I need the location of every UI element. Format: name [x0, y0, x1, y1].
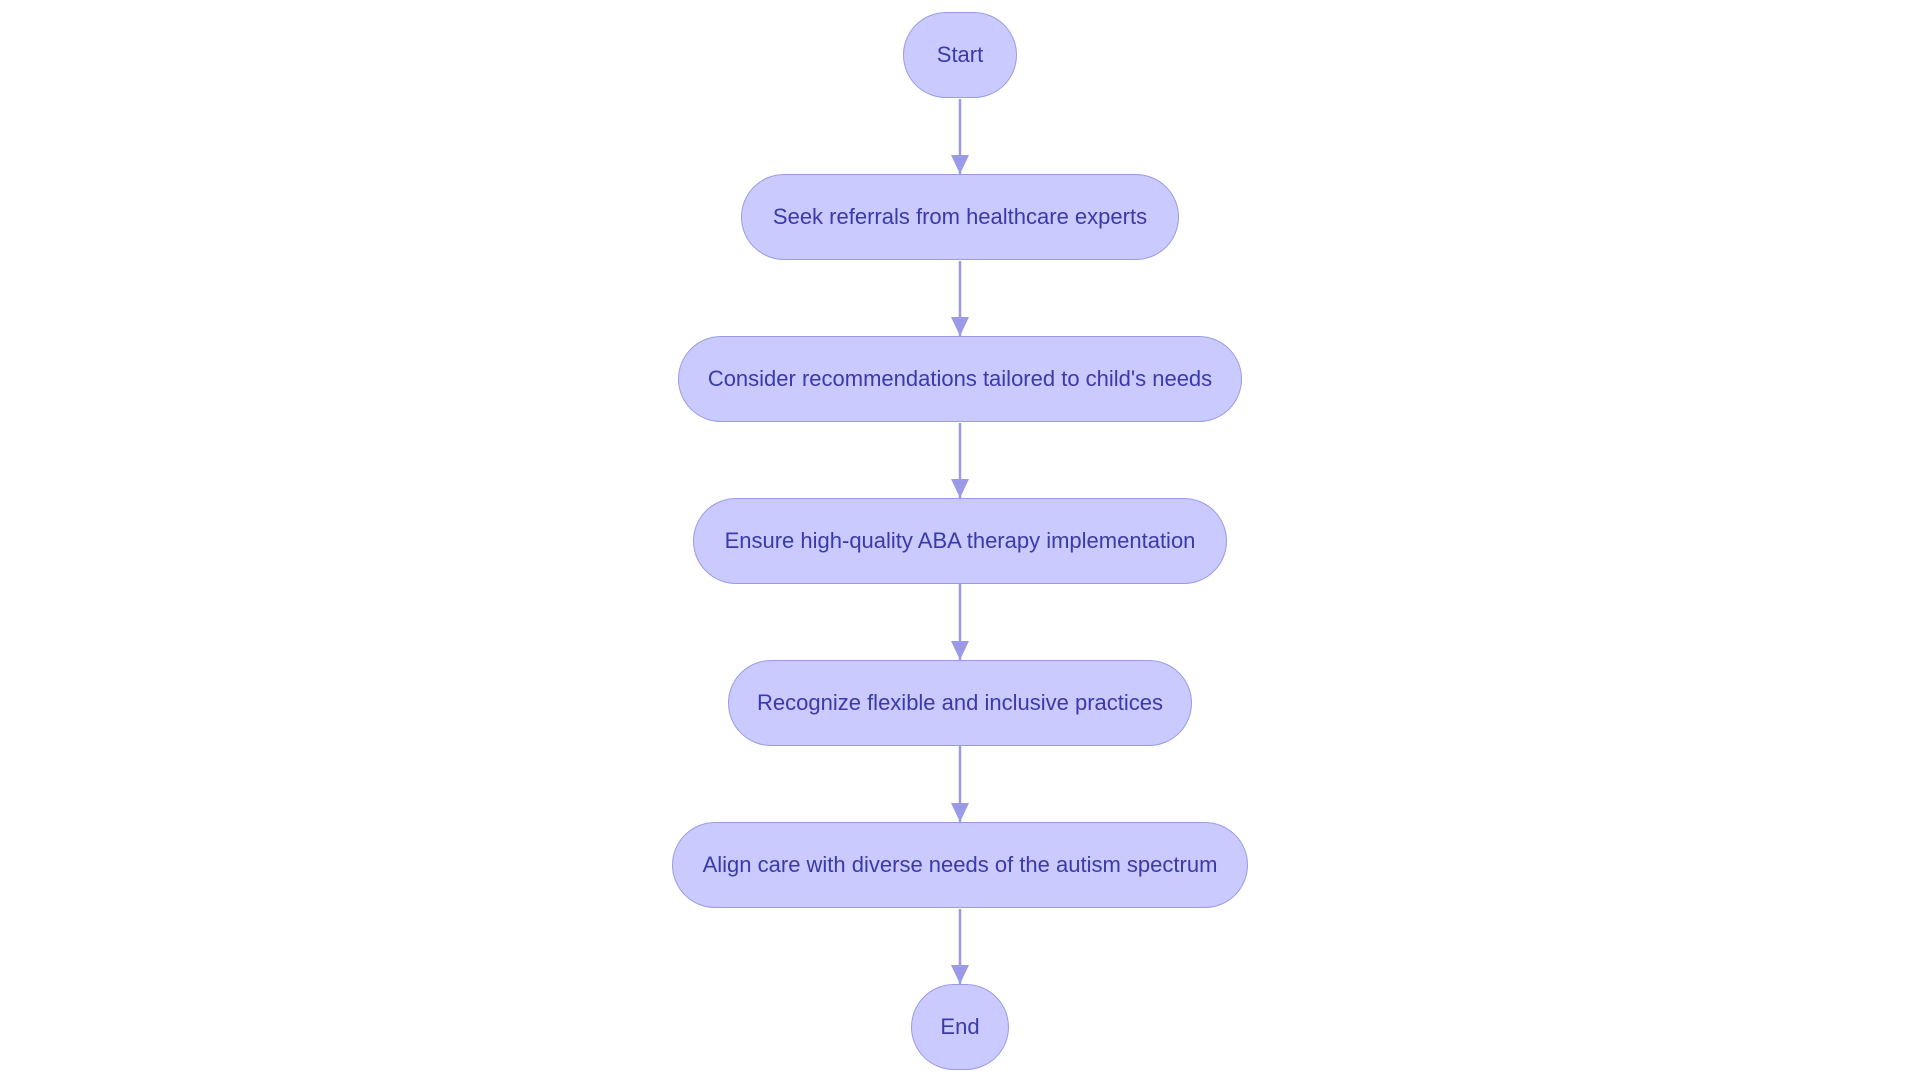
node-end: End	[911, 984, 1009, 1070]
arrowhead-align	[951, 803, 969, 822]
arrowhead-recognize	[951, 641, 969, 660]
node-start-label: Start	[936, 42, 984, 67]
arrowhead-consider	[951, 317, 969, 336]
node-consider-recommendations: Consider recommendations tailored to chi…	[678, 336, 1242, 422]
arrowhead-seek	[951, 155, 969, 174]
node-align-care: Align care with diverse needs of the aut…	[672, 822, 1248, 908]
node-seek-referrals: Seek referrals from healthcare experts	[741, 174, 1179, 260]
arrowhead-end	[951, 965, 969, 984]
node-ensure-aba-therapy: Ensure high-quality ABA therapy implemen…	[693, 498, 1227, 584]
arrowhead-ensure	[951, 479, 969, 498]
node-ensure-aba-therapy-label: Ensure high-quality ABA therapy implemen…	[724, 528, 1196, 553]
node-seek-referrals-label: Seek referrals from healthcare experts	[772, 204, 1148, 229]
node-consider-recommendations-label: Consider recommendations tailored to chi…	[707, 366, 1213, 391]
node-recognize-practices: Recognize flexible and inclusive practic…	[728, 660, 1192, 746]
node-align-care-label: Align care with diverse needs of the aut…	[702, 852, 1218, 877]
node-end-label: End	[940, 1014, 980, 1039]
node-start: Start	[903, 12, 1017, 98]
node-recognize-practices-label: Recognize flexible and inclusive practic…	[757, 690, 1163, 715]
